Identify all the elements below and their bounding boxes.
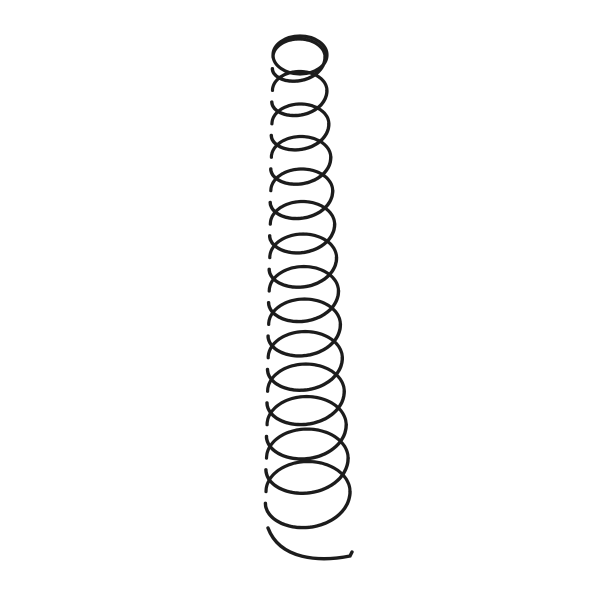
spring-coil-front: [265, 356, 344, 393]
spring-coil-back: [268, 199, 337, 226]
spring-coil-front: [268, 189, 335, 221]
spring-top-loop: [271, 34, 329, 76]
spring-coil-back: [267, 264, 341, 293]
spring-coil-back: [265, 394, 348, 427]
spring-coil-back: [269, 167, 335, 193]
spring-coil-front: [269, 122, 331, 152]
spring-coil-back: [264, 427, 350, 460]
spring-coil-back: [266, 362, 346, 393]
spring-bottom-tail: [266, 526, 354, 561]
spring-coil-back: [268, 232, 339, 260]
spring-coil-back: [264, 460, 352, 494]
spring-coil-back: [266, 329, 344, 360]
spring-coil-front: [263, 489, 352, 530]
spring-coil-front: [270, 88, 329, 118]
spring-coil-front: [269, 155, 333, 186]
spring-coil-back: [270, 69, 329, 92]
spring-coil-front: [264, 456, 350, 495]
spring-coil-back: [270, 102, 331, 126]
spring-coil-back: [267, 297, 342, 326]
spring-coil-back: [269, 134, 333, 159]
